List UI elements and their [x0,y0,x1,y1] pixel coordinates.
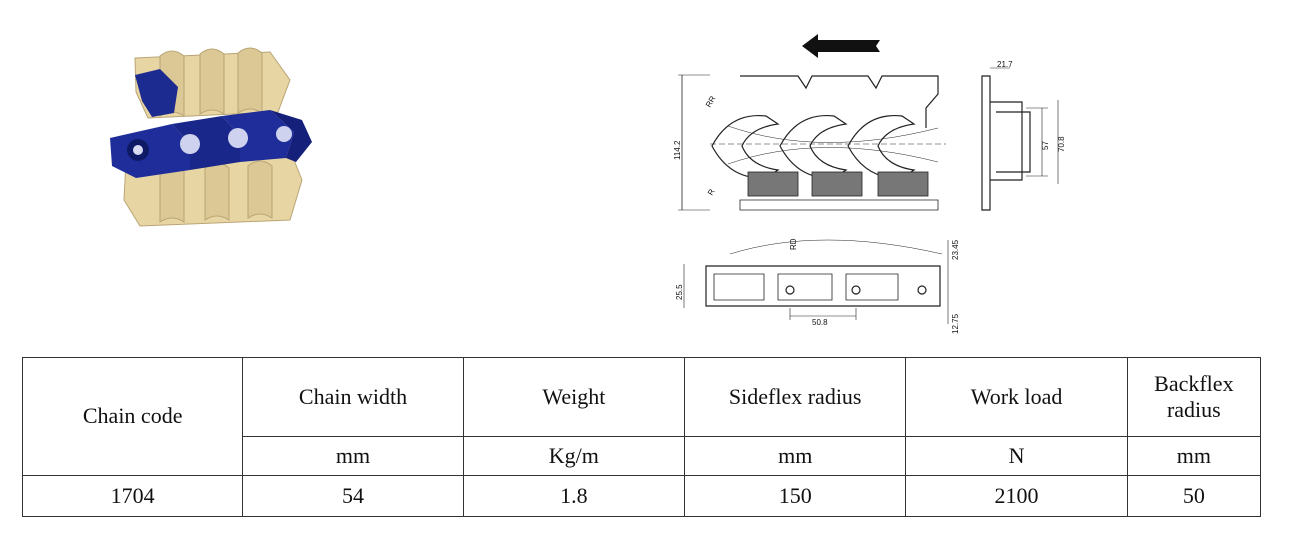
dim-57: 57 [1041,141,1050,150]
top-view: 114.2 RR R [673,74,946,211]
header-row: Chain code Chain width Weight Sideflex r… [21,357,1262,476]
unit-backflex: mm [1126,436,1262,476]
unit-sideflex: mm [684,436,907,476]
chain-spec-table: Chain code Chain width Weight Sideflex r… [21,357,1262,517]
value-chain-width: 54 [242,475,464,517]
dim-21-7: 21.7 [997,60,1013,69]
dim-70-8: 70.8 [1057,136,1066,152]
unit-work-load: N [905,436,1128,476]
dim-25-5: 25.5 [675,284,684,300]
dim-23-45: 23.45 [951,239,960,260]
value-weight: 1.8 [462,475,686,517]
dim-r: R [706,187,717,197]
units-row: mm Kg/m mm N mm [23,436,1262,476]
header-backflex-line1: Backflex [1154,370,1234,396]
value-sideflex: 150 [684,475,907,517]
chain-product-image [110,47,312,227]
unit-chain-width: mm [242,436,464,476]
upper-blue-tab [135,69,178,117]
mesh-pads [747,171,929,197]
dim-114-2: 114.2 [673,140,682,160]
header-work-load: Work load [905,357,1128,437]
header-backflex-radius: Backflex radius [1126,357,1262,437]
header-backflex-line2: radius [1166,397,1221,422]
direction-arrow-icon [802,34,880,58]
header-sideflex-radius: Sideflex radius [684,357,907,437]
bottom-view: RD 23.45 25.5 50.8 12.75 [675,238,960,334]
chain-technical-drawing: 114.2 RR R 21.7 57 70.8 RD 23.45 25.5 5 [673,34,1066,334]
side-view: 21.7 57 70.8 [981,60,1066,211]
dim-50-8: 50.8 [812,318,828,327]
value-backflex: 50 [1126,475,1262,517]
value-work-load: 2100 [905,475,1128,517]
dim-rr: RR [704,94,718,109]
header-chain-code: Chain code [21,357,244,476]
unit-weight: Kg/m [462,436,686,476]
dim-12-75: 12.75 [951,313,960,334]
table-row: 1704 54 1.8 150 2100 50 [21,475,1262,517]
header-weight: Weight [462,357,686,437]
dim-rd: RD [789,238,798,250]
header-chain-width: Chain width [242,357,464,437]
value-chain-code: 1704 [21,475,244,517]
blue-chain-links [110,110,312,178]
